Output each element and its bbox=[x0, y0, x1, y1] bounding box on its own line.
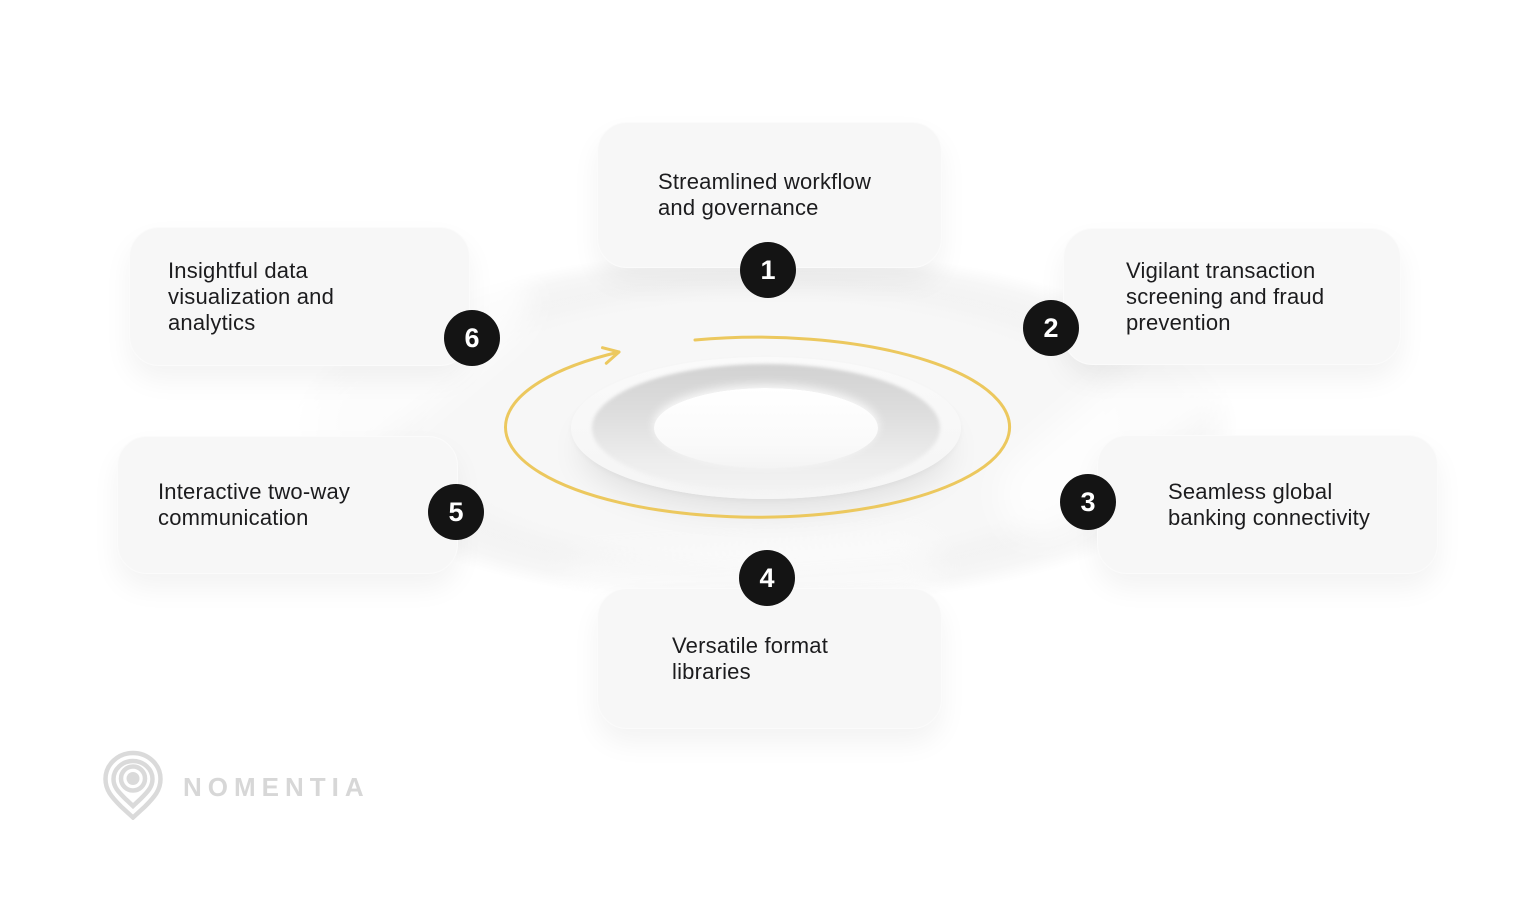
card-transaction-screening: Vigilant transaction screening and fraud… bbox=[1063, 228, 1401, 365]
card-label: Insightful data visualization and analyt… bbox=[168, 257, 335, 335]
card-label: Versatile format libraries bbox=[672, 632, 829, 684]
step-badge-4: 4 bbox=[739, 550, 795, 606]
card-label: Seamless global banking connectivity bbox=[1168, 478, 1371, 530]
card-format-libraries: Versatile format libraries bbox=[597, 588, 942, 729]
step-badge-3: 3 bbox=[1060, 474, 1116, 530]
card-two-way-communication: Interactive two-way communication bbox=[117, 436, 458, 574]
nomentia-pin-icon bbox=[103, 750, 163, 820]
card-streamlined-workflow: Streamlined workflow and governance bbox=[597, 122, 942, 268]
card-data-visualization: Insightful data visualization and analyt… bbox=[129, 227, 470, 366]
card-label: Vigilant transaction screening and fraud… bbox=[1126, 257, 1325, 335]
step-badge-1: 1 bbox=[740, 242, 796, 298]
brand-name: NOMENTIA bbox=[183, 771, 370, 802]
brand-logo: NOMENTIA bbox=[103, 750, 370, 820]
step-badge-6: 6 bbox=[444, 310, 500, 366]
disc-hole bbox=[654, 388, 878, 468]
step-badge-5: 5 bbox=[428, 484, 484, 540]
step-badge-2: 2 bbox=[1023, 300, 1079, 356]
card-banking-connectivity: Seamless global banking connectivity bbox=[1097, 435, 1438, 574]
card-label: Interactive two-way communication bbox=[158, 479, 351, 530]
card-label: Streamlined workflow and governance bbox=[658, 169, 872, 220]
